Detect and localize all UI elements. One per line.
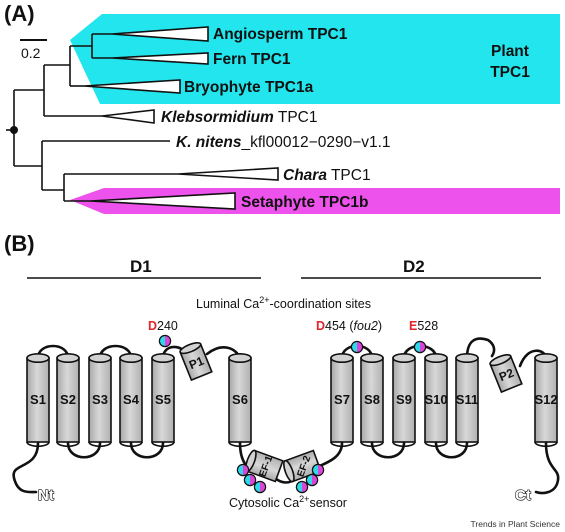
helix-s4-label: S4: [123, 392, 140, 407]
angiosperm-triangle: [111, 26, 209, 42]
luminal-caption-post: -coordination sites: [270, 297, 371, 311]
transmembrane-helices: S1 S2 S3 S4 S5 S6 S7 S8 S9 S10 S11 S12: [26, 352, 558, 448]
cytosolic-caption-post: sensor: [309, 496, 347, 510]
knitens-italic: K. nitens: [176, 134, 242, 151]
helix-s5: S5: [151, 352, 175, 448]
helix-s3-label: S3: [92, 392, 108, 407]
knitens-rest: _kfl00012−0290−v1.1: [240, 134, 390, 151]
luminal-caption-sup: 2+: [259, 295, 269, 305]
klebsormidium-rest: TPC1: [274, 109, 318, 126]
site2-close: ): [378, 319, 382, 333]
chara-italic: Chara: [283, 167, 327, 184]
helix-s11-label: S11: [456, 392, 478, 407]
n-terminus-label: Nt: [38, 487, 54, 504]
site-d454: D454 (fou2): [316, 319, 382, 333]
helix-s7: S7: [330, 352, 354, 448]
helix-s3: S3: [88, 352, 112, 448]
ca-site-d454: [350, 340, 364, 354]
plant-group-label-2: TPC1: [490, 64, 530, 81]
collapsed-clades: [83, 26, 279, 210]
helix-s1-label: S1: [30, 392, 46, 407]
ef-hand-1: EF-1: [245, 449, 284, 483]
helix-s11: S11: [455, 352, 479, 448]
setaphyte-triangle: [89, 192, 236, 210]
site-e528: E528: [409, 319, 438, 333]
site1-letter: D: [148, 319, 157, 333]
chara-triangle: [177, 167, 279, 181]
clade-label-setaphyte: Setaphyte TPC1b: [241, 194, 368, 211]
helix-s9: S9: [392, 352, 416, 448]
site1-number: 240: [157, 319, 178, 333]
site2-italic: fou2: [354, 319, 378, 333]
pore-helix-p2: P2: [489, 353, 523, 394]
pore-helix-p1-label: P1: [187, 354, 206, 373]
c-terminus-label: Ct: [515, 487, 531, 504]
ca-site-e528: [413, 340, 427, 354]
helix-s4: S4: [119, 352, 143, 448]
pore-helix-p1: P1: [179, 341, 213, 382]
site3-number: 528: [417, 319, 438, 333]
panel-a: (A) 0.2: [4, 1, 560, 214]
site2-number: 454 (: [325, 319, 354, 333]
pore-helix-p2-label: P2: [497, 366, 516, 385]
panel-b-label: (B): [4, 231, 35, 256]
clade-label-fern: Fern TPC1: [213, 51, 291, 68]
chara-rest: TPC1: [327, 167, 371, 184]
journal-footer: Trends in Plant Science: [471, 519, 561, 529]
cytosolic-caption-sup: 2+: [299, 494, 309, 504]
helix-s6-label: S6: [232, 392, 248, 407]
helix-s6: S6: [228, 352, 252, 448]
bryophyte-triangle: [83, 79, 181, 94]
helix-s10: S10: [424, 352, 448, 448]
helix-s10-label: S10: [424, 392, 447, 407]
clade-label-bryophyte: Bryophyte TPC1a: [184, 79, 314, 96]
helix-s1: S1: [26, 352, 50, 448]
site-d240: D240: [148, 319, 178, 333]
ca-site-d240: [158, 334, 172, 348]
helix-s2: S2: [56, 352, 80, 448]
root-node: [10, 126, 18, 134]
site3-letter: E: [409, 319, 417, 333]
domain2-label: D2: [403, 257, 425, 276]
phylogenetic-tree: [6, 33, 178, 202]
plant-group-label-1: Plant: [491, 43, 529, 60]
clade-label-knitens: K. nitens_kfl00012−0290−v1.1: [176, 134, 391, 151]
fern-triangle: [111, 52, 209, 65]
cytosolic-caption-pre: Cytosolic Ca: [229, 496, 299, 510]
helix-s8-label: S8: [364, 392, 380, 407]
klebsormidium-italic: Klebsormidium: [161, 109, 274, 126]
helix-s12-label: S12: [534, 392, 557, 407]
helix-s12: S12: [534, 352, 558, 448]
cytosolic-caption: Cytosolic Ca2+sensor: [229, 494, 347, 510]
scale-bar-label: 0.2: [21, 45, 41, 61]
helix-s5-label: S5: [155, 392, 171, 407]
clade-label-klebsormidium: Klebsormidium TPC1: [161, 109, 317, 126]
helix-s2-label: S2: [60, 392, 76, 407]
site2-letter: D: [316, 319, 325, 333]
helix-s8: S8: [360, 352, 384, 448]
helix-s9-label: S9: [396, 392, 412, 407]
domain1-label: D1: [130, 257, 152, 276]
helix-s7-label: S7: [334, 392, 350, 407]
luminal-caption-pre: Luminal Ca: [196, 297, 259, 311]
ef-hand-2: EF-2: [283, 449, 322, 483]
klebsormidium-triangle: [101, 109, 155, 124]
panel-b: (B) D1 D2 Luminal Ca2+-coordination site…: [4, 231, 560, 510]
luminal-caption: Luminal Ca2+-coordination sites: [196, 295, 371, 311]
clade-label-chara: Chara TPC1: [283, 167, 371, 184]
setaphyte-highlight: [70, 188, 560, 214]
clade-label-angiosperm: Angiosperm TPC1: [213, 26, 348, 43]
panel-a-label: (A): [4, 1, 35, 26]
